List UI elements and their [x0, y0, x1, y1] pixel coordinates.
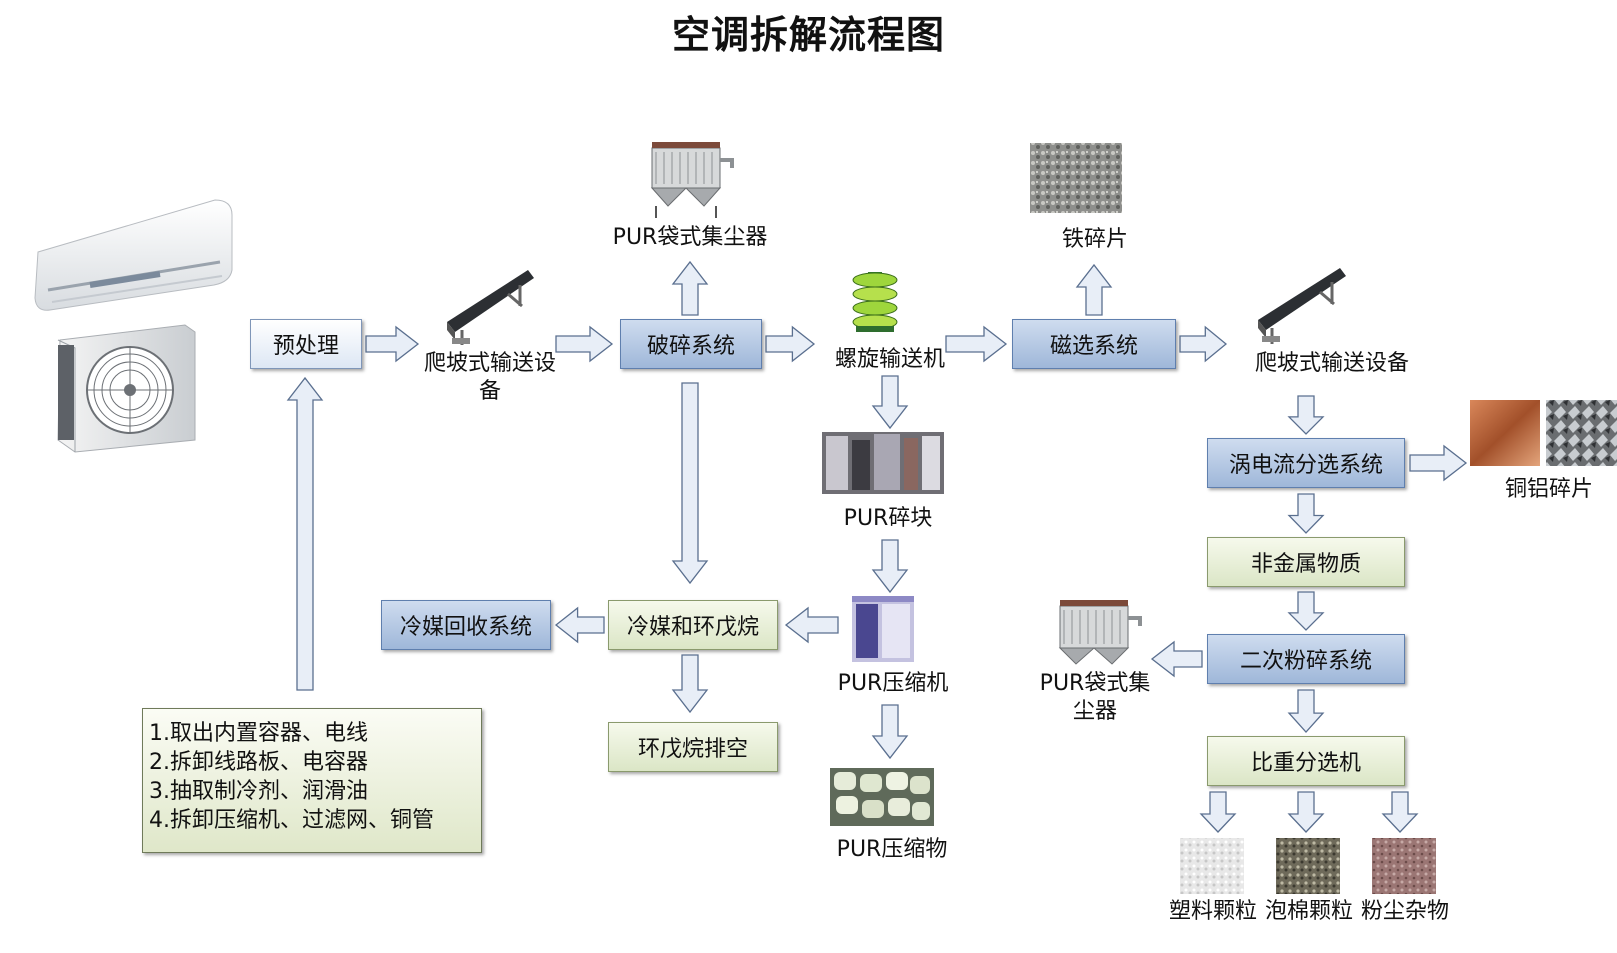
arrow-conveyor-to-crusher	[555, 325, 614, 363]
arrow-compressor-to-compressed	[871, 704, 909, 760]
iron-chips-image	[1030, 143, 1122, 213]
label-plastic-granules: 塑料颗粒	[1168, 899, 1257, 924]
flow-arrows	[286, 260, 1468, 833]
pur-compressed-image	[830, 768, 934, 826]
arrow-pur-blocks-to-compressor	[871, 539, 909, 594]
pur-compressor-image	[852, 596, 914, 662]
label-foam-granules: 泡棉颗粒	[1264, 899, 1353, 924]
arrow-pretreat-to-conveyor	[365, 325, 420, 363]
label-dust-debris: 粉尘杂物	[1360, 899, 1449, 924]
node-crusher: 破碎系统	[620, 319, 762, 369]
aluminum-chips-image	[1546, 400, 1617, 466]
arrow-nonmetal-to-secondary	[1287, 591, 1325, 631]
step-item: 2.拆卸线路板、电容器	[149, 750, 368, 775]
ac-outdoor-unit-image	[57, 324, 196, 453]
label-dust-collector-2: PUR袋式集尘器	[1039, 671, 1151, 724]
climb-conveyor-image-2	[1258, 268, 1346, 344]
pretreat-steps-box: 1.取出内置容器、电线 2.拆卸线路板、电容器 3.抽取制冷剂、润滑油 4.拆卸…	[142, 708, 482, 853]
arrow-magnetic-to-conveyor	[1179, 325, 1228, 363]
label-climb-conveyor-2: 爬坡式输送设备	[1254, 351, 1409, 376]
node-pretreat: 预处理	[250, 319, 362, 369]
step-item: 4.拆卸压缩机、过滤网、铜管	[149, 808, 434, 833]
arrow-gravity-to-plastic	[1199, 791, 1237, 833]
arrow-screw-to-pur-blocks	[871, 375, 909, 430]
arrow-eddy-to-copper	[1409, 444, 1468, 482]
node-refrigerant-mix: 冷媒和环戊烷	[608, 600, 778, 650]
dust-collector-image-1	[650, 142, 734, 218]
step-item: 3.抽取制冷剂、润滑油	[149, 779, 368, 804]
node-cyclopentane-vent: 环戊烷排空	[608, 722, 778, 772]
dust-debris-image	[1372, 838, 1436, 894]
arrow-steps-to-pretreat	[286, 376, 324, 691]
node-nonmetal: 非金属物质	[1207, 537, 1405, 587]
screw-conveyor-image	[852, 272, 898, 332]
arrow-mix-to-vent	[671, 654, 709, 714]
foam-granules-image	[1276, 838, 1340, 894]
climb-conveyor-image-1	[447, 270, 534, 345]
arrow-secondary-to-gravity	[1287, 689, 1325, 733]
label-dust-collector-1: PUR袋式集尘器	[612, 225, 768, 250]
label-pur-compressed: PUR压缩物	[836, 837, 948, 862]
arrow-gravity-to-dust	[1381, 791, 1419, 833]
node-magnetic: 磁选系统	[1012, 319, 1176, 369]
pur-blocks-image	[822, 432, 944, 494]
plastic-granules-image	[1180, 838, 1244, 894]
label-screw-conveyor: 螺旋输送机	[834, 347, 945, 372]
node-refrigerant-recovery: 冷媒回收系统	[381, 600, 551, 650]
node-secondary: 二次粉碎系统	[1207, 634, 1405, 684]
node-eddy: 涡电流分选系统	[1207, 438, 1405, 488]
arrow-eddy-to-nonmetal	[1287, 493, 1325, 534]
label-pur-compressor: PUR压缩机	[837, 671, 949, 696]
arrow-conveyor-to-eddy	[1287, 395, 1325, 435]
copper-chips-image	[1470, 400, 1540, 466]
arrow-crusher-to-screw	[765, 325, 816, 363]
node-gravity: 比重分选机	[1207, 736, 1405, 786]
page-title: 空调拆解流程图	[671, 13, 945, 57]
arrow-crusher-to-dust-collector	[671, 260, 709, 316]
arrow-crusher-to-refrigerant	[671, 382, 709, 585]
arrow-gravity-to-foam	[1287, 791, 1325, 833]
dust-collector-image-2	[1058, 600, 1142, 665]
label-iron-chips: 铁碎片	[1061, 227, 1128, 252]
arrow-screw-to-magnetic	[945, 325, 1008, 363]
arrow-secondary-to-dust-collector	[1150, 640, 1203, 678]
label-copper-aluminum: 铜铝碎片	[1504, 477, 1593, 502]
step-item: 1.取出内置容器、电线	[149, 721, 368, 746]
label-pur-blocks: PUR碎块	[843, 506, 933, 531]
arrow-compressor-to-refrigerant	[784, 606, 839, 644]
ac-indoor-unit-image	[34, 199, 233, 311]
label-climb-conveyor-1: 爬坡式输送设备	[423, 351, 556, 404]
arrow-magnetic-to-iron	[1075, 263, 1113, 316]
arrow-mix-to-recovery	[554, 606, 605, 644]
